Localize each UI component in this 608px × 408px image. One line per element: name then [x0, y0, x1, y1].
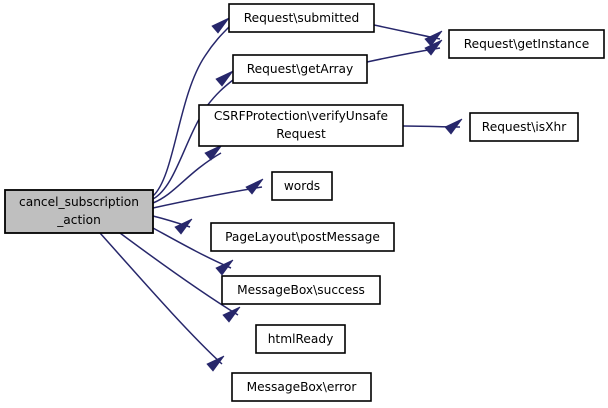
node-label-root-line1: cancel_subscription	[19, 195, 139, 209]
node-label-error: MessageBox\error	[247, 380, 358, 394]
edge-root-to-htmlready	[119, 232, 239, 316]
node-box-csrf[interactable]	[198, 104, 404, 147]
node-box-htmlready[interactable]	[255, 324, 346, 354]
arrowhead-csrf-to-isxhr	[444, 118, 463, 135]
node-label-isxhr: Request\isXhr	[482, 120, 567, 134]
node-label-htmlready: htmlReady	[268, 332, 334, 346]
node-box-getarray[interactable]	[232, 54, 368, 84]
arrowhead-root-to-words	[245, 178, 264, 195]
node-getinstance[interactable]: Request\getInstance	[448, 29, 605, 59]
node-isxhr[interactable]: Request\isXhr	[469, 112, 579, 142]
arrowhead-root-to-htmlready	[222, 306, 241, 323]
node-label-words: words	[284, 179, 320, 193]
edge-root-to-submitted	[152, 26, 230, 197]
edge-root-to-error	[99, 232, 223, 365]
node-box-postmessage[interactable]	[210, 222, 395, 252]
node-label-submitted: Request\submitted	[244, 11, 359, 25]
node-label-success: MessageBox\success	[237, 283, 365, 297]
edge-root-to-words	[152, 186, 263, 209]
node-htmlready[interactable]: htmlReady	[255, 324, 346, 354]
node-box-error[interactable]	[231, 372, 372, 402]
edge-root-to-csrf	[152, 152, 222, 204]
node-box-submitted[interactable]	[228, 3, 375, 33]
node-label-root-line2: _action	[56, 213, 101, 227]
node-box-success[interactable]	[221, 275, 381, 305]
arrowhead-submitted-to-getinstance	[424, 30, 443, 47]
node-label-csrf-line2: Request	[276, 127, 326, 141]
node-box-words[interactable]	[271, 171, 333, 201]
node-getarray[interactable]: Request\getArray	[232, 54, 368, 84]
node-box-root[interactable]	[4, 189, 154, 234]
node-box-isxhr[interactable]	[469, 112, 579, 142]
edge-root-to-success	[152, 227, 232, 269]
node-label-postmessage: PageLayout\postMessage	[225, 230, 380, 244]
nodes-layer: cancel_subscription _action Request\submit…	[4, 3, 605, 402]
node-postmessage[interactable]: PageLayout\postMessage	[210, 222, 395, 252]
arrowhead-root-to-submitted	[211, 17, 230, 34]
edges-layer	[99, 17, 463, 372]
node-root[interactable]: cancel_subscription _action	[4, 189, 154, 234]
arrowhead-root-to-success	[215, 259, 234, 276]
node-label-getinstance: Request\getInstance	[464, 37, 589, 51]
node-box-getinstance[interactable]	[448, 29, 605, 59]
node-label-getarray: Request\getArray	[247, 62, 353, 76]
node-submitted[interactable]: Request\submitted	[228, 3, 375, 33]
arrowhead-root-to-postmessage	[174, 218, 193, 235]
node-label-csrf-line1: CSRFProtection\verifyUnsafe	[214, 109, 388, 123]
arrowhead-root-to-error	[206, 355, 225, 372]
arrowhead-getarray-to-getinstance	[424, 39, 443, 56]
node-error[interactable]: MessageBox\error	[231, 372, 372, 402]
node-words[interactable]: words	[271, 171, 333, 201]
arrowhead-root-to-csrf	[204, 144, 223, 161]
node-success[interactable]: MessageBox\success	[221, 275, 381, 305]
arrowhead-root-to-getarray	[215, 70, 234, 87]
